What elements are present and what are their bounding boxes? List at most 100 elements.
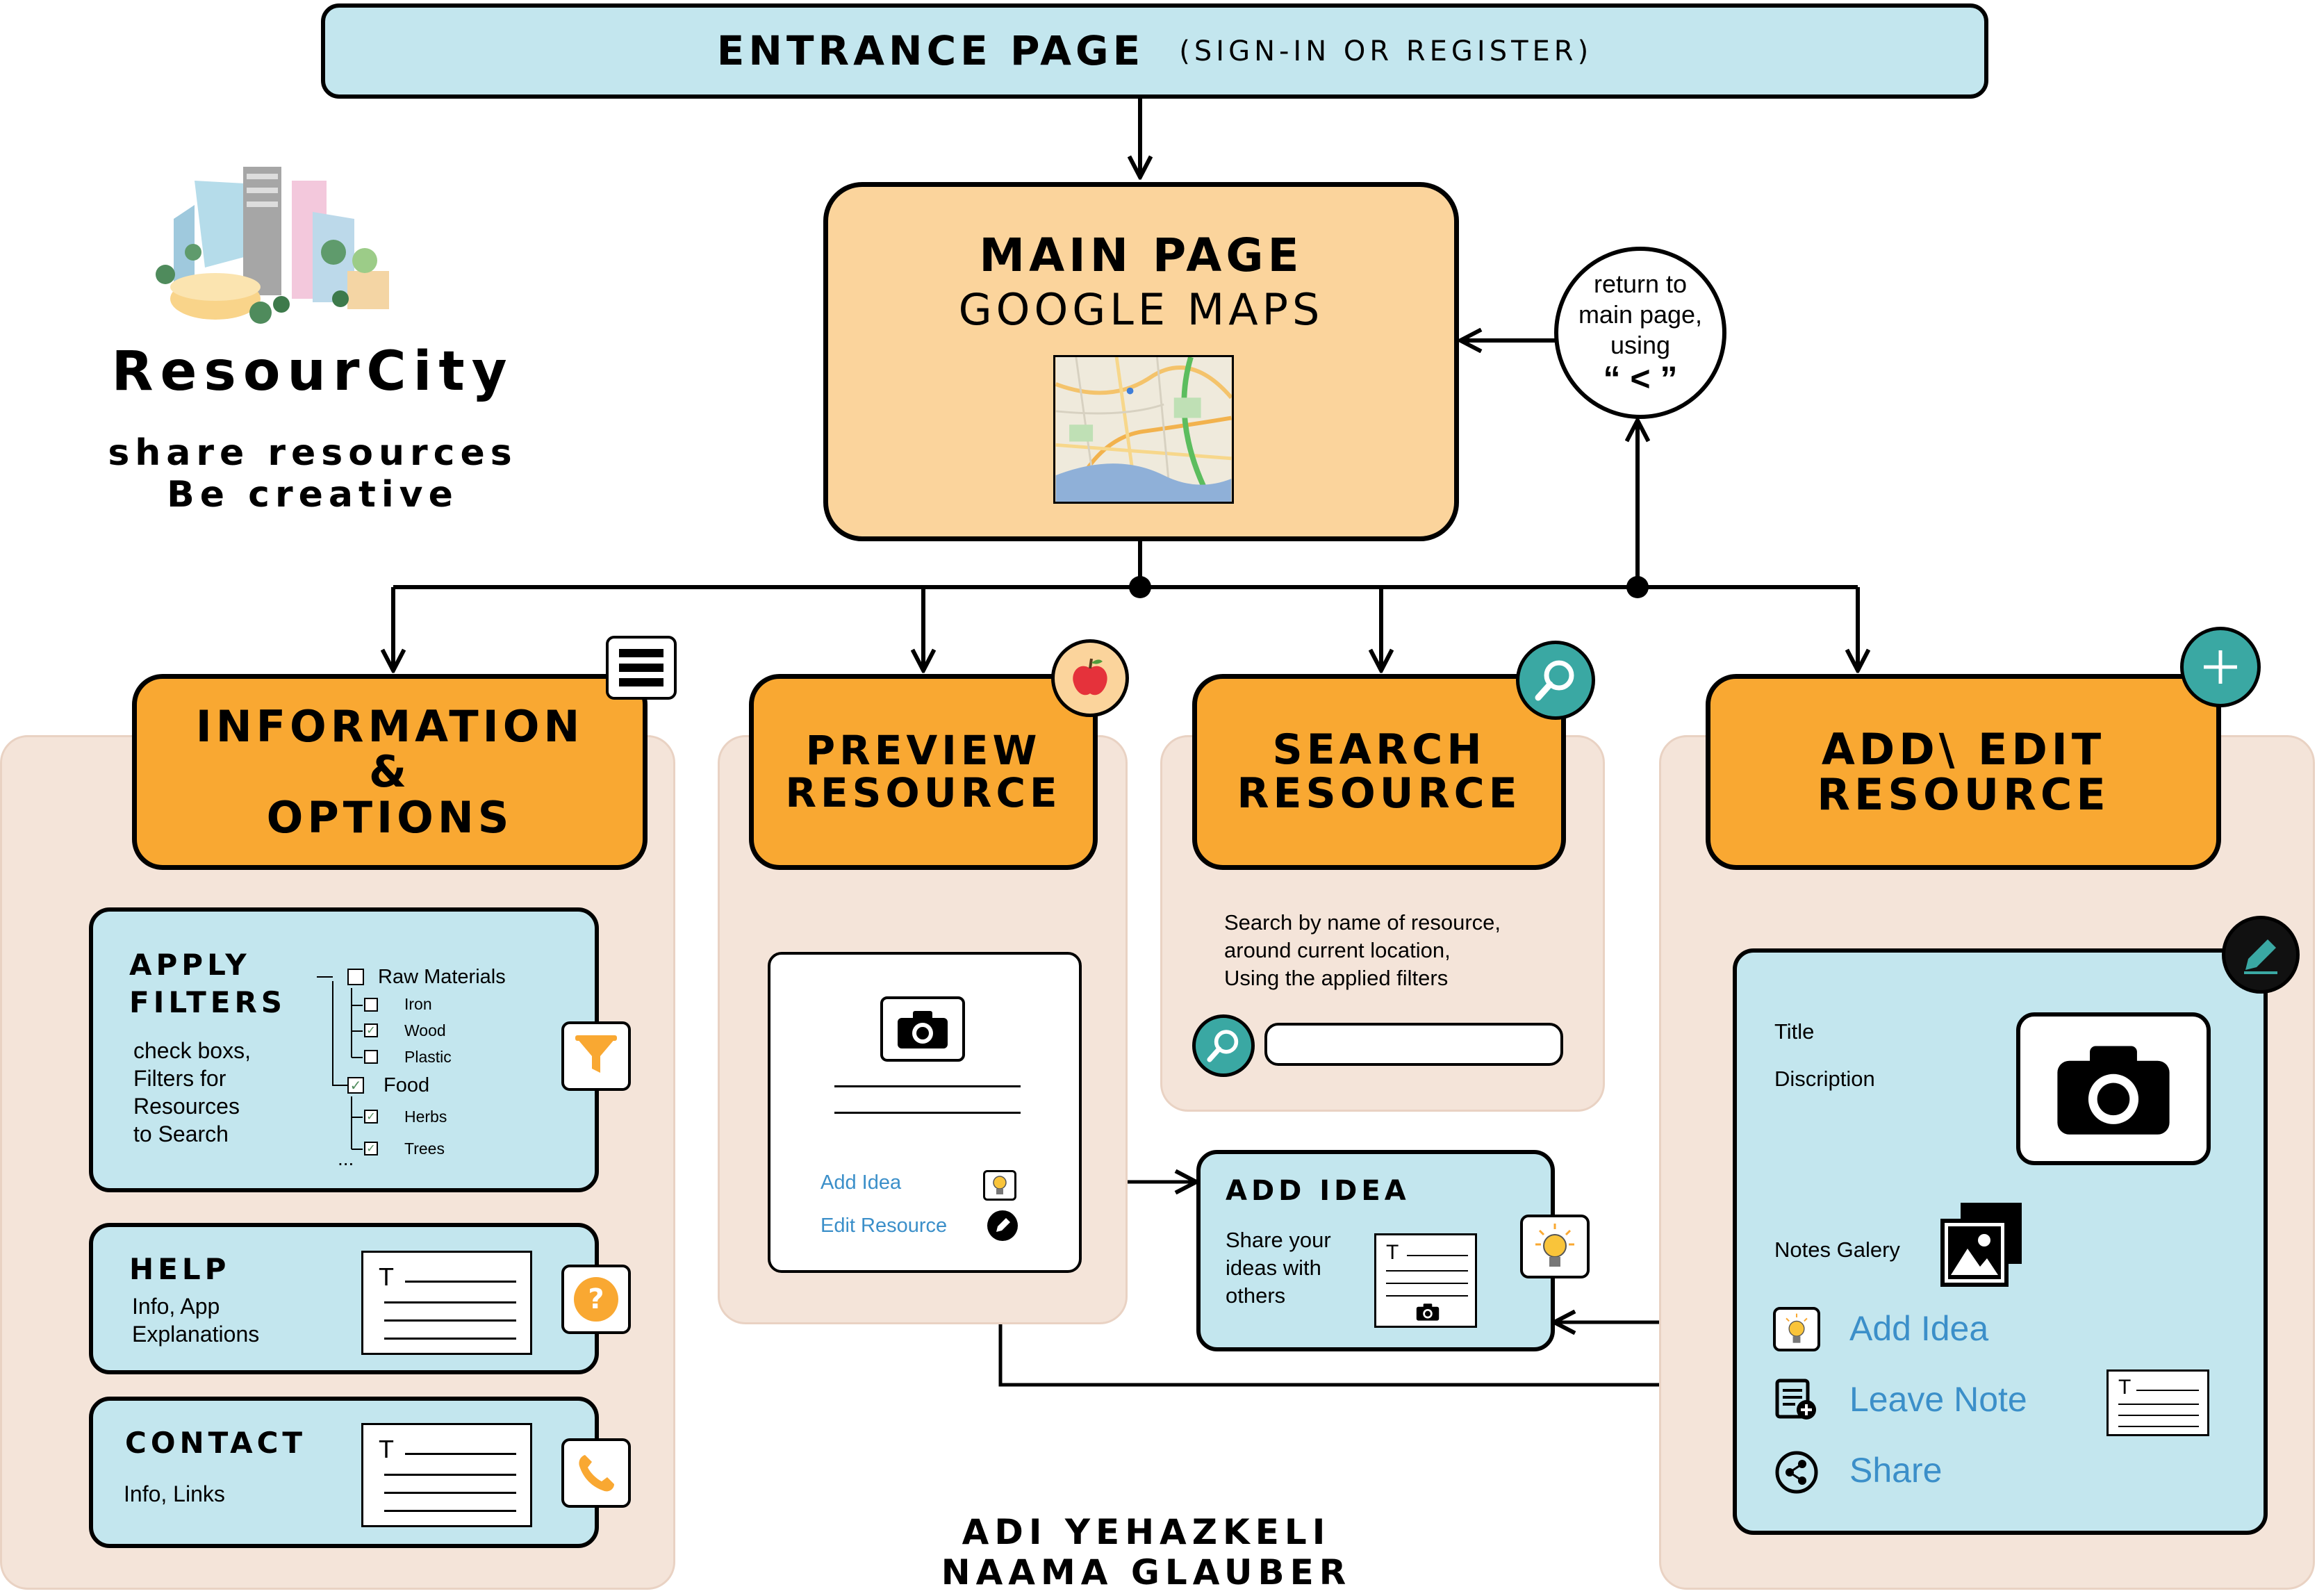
edit-resource-card[interactable]: Title Discription Notes Galery Add Idea … — [1733, 948, 2268, 1535]
checkbox-trees[interactable]: ✓ — [364, 1142, 378, 1155]
menu-icon[interactable] — [606, 636, 677, 700]
question-icon[interactable]: ? — [561, 1265, 631, 1334]
note-add-icon[interactable] — [1774, 1378, 1819, 1422]
entrance-subtitle: (Sign-In or Register) — [1179, 35, 1593, 67]
phone-icon[interactable] — [561, 1438, 631, 1508]
info-title-1: Information — [195, 701, 584, 752]
lightbulb-icon[interactable] — [1773, 1307, 1820, 1351]
search-resource-header[interactable]: Search Resource — [1192, 674, 1566, 870]
checkbox-iron[interactable] — [364, 998, 378, 1012]
return-line-3: using — [1610, 331, 1671, 359]
tree-iron: Iron — [404, 995, 432, 1013]
filter-icon[interactable] — [561, 1021, 631, 1091]
tree-more: ... — [338, 1148, 354, 1169]
filters-desc-2: Filters for — [133, 1066, 226, 1091]
search-icon[interactable] — [1516, 641, 1595, 720]
tree-food: Food — [384, 1074, 430, 1096]
pencil-icon[interactable] — [987, 1210, 1018, 1241]
add-idea-desc-1: Share your — [1226, 1228, 1331, 1252]
help-doc-card: T — [361, 1251, 532, 1355]
search-title-1: Search — [1272, 725, 1486, 774]
help-box[interactable]: Help Info, App Explanations T — [89, 1223, 599, 1374]
search-input[interactable] — [1264, 1023, 1563, 1066]
doc-letter: T — [379, 1262, 394, 1291]
note-doc-card: T — [2106, 1369, 2209, 1436]
preview-title-2: Resource — [785, 769, 1062, 816]
apply-filters-box[interactable]: Apply Filters check boxs, Filters for Re… — [89, 907, 599, 1192]
filters-desc-4: to Search — [133, 1121, 229, 1146]
notes-gallery-label: Notes Galery — [1774, 1237, 1900, 1262]
add-idea-link[interactable]: Add Idea — [1849, 1309, 1989, 1348]
svg-text:?: ? — [588, 1283, 604, 1315]
author-1: Adi Yehazkeli — [962, 1512, 1331, 1552]
add-idea-desc-3: others — [1226, 1283, 1286, 1308]
checkbox-wood[interactable]: ✓ — [364, 1023, 378, 1037]
search-desc-3: Using the applied filters — [1224, 966, 1449, 990]
lightbulb-icon[interactable] — [1520, 1215, 1590, 1278]
checkbox-raw-materials[interactable] — [347, 969, 364, 985]
back-symbol: “ < ” — [1603, 359, 1678, 398]
info-title-3: Options — [266, 791, 513, 843]
entrance-title: Entrance Page — [716, 27, 1145, 75]
edit-title-label: Title — [1774, 1019, 1815, 1044]
filter-tree-lines — [317, 976, 363, 1150]
add-idea-title: Add Idea — [1226, 1175, 1410, 1207]
add-edit-resource-header[interactable]: ADD\ Edit Resource — [1706, 674, 2221, 870]
camera-icon[interactable] — [2016, 1012, 2211, 1165]
contact-desc: Info, Links — [124, 1481, 225, 1506]
main-subtitle: GOOGLE MAPS — [958, 284, 1324, 335]
preview-line-2 — [834, 1112, 1021, 1114]
contact-box[interactable]: Contact Info, Links T — [89, 1397, 599, 1548]
pencil-icon[interactable] — [2222, 916, 2300, 994]
apple-icon — [1051, 639, 1129, 717]
help-desc-1: Info, App — [132, 1294, 220, 1319]
filters-desc-3: Resources — [133, 1094, 240, 1119]
info-title-2: & — [368, 746, 411, 798]
checkbox-food[interactable]: ✓ — [347, 1077, 364, 1094]
doc-letter: T — [379, 1435, 394, 1463]
gallery-icon[interactable] — [1938, 1200, 2026, 1288]
tree-herbs: Herbs — [404, 1108, 447, 1126]
preview-add-idea-link[interactable]: Add Idea — [821, 1171, 902, 1194]
preview-card[interactable]: Add Idea Edit Resource — [768, 952, 1082, 1273]
share-link[interactable]: Share — [1849, 1451, 1943, 1490]
brand-name: ResourCity — [111, 340, 514, 403]
preview-line-1 — [834, 1085, 1021, 1087]
return-to-main-circle[interactable]: return to main page, using “ < ” — [1554, 247, 1726, 419]
tree-raw-materials: Raw Materials — [378, 966, 506, 988]
filters-title-2: Filters — [129, 985, 287, 1019]
checkbox-plastic[interactable] — [364, 1050, 378, 1064]
add-idea-box[interactable]: Add Idea Share your ideas with others T — [1196, 1150, 1555, 1351]
info-options-header[interactable]: Information & Options — [132, 674, 648, 870]
main-page-box[interactable]: Main Page GOOGLE MAPS — [823, 182, 1459, 541]
camera-icon — [880, 996, 965, 1062]
leave-note-link[interactable]: Leave Note — [1849, 1380, 2027, 1419]
brand-tagline-2: Be creative — [167, 474, 459, 516]
entrance-page-box[interactable]: Entrance Page (Sign-In or Register) — [321, 3, 1988, 99]
search-title-2: Resource — [1237, 769, 1522, 818]
preview-edit-resource-link[interactable]: Edit Resource — [821, 1215, 948, 1237]
brand-tagline-1: share resources — [108, 432, 518, 474]
author-2: Naama Glauber — [941, 1552, 1352, 1593]
map-thumbnail — [1053, 355, 1234, 504]
preview-resource-header[interactable]: Preview Resource — [749, 674, 1098, 870]
plus-icon[interactable] — [2180, 627, 2261, 707]
main-title: Main Page — [979, 229, 1303, 282]
camera-icon — [1416, 1303, 1440, 1321]
add-idea-desc-2: ideas with — [1226, 1256, 1321, 1280]
help-title: Help — [129, 1252, 231, 1286]
search-icon[interactable] — [1192, 1014, 1255, 1077]
city-logo — [156, 167, 389, 324]
help-desc-2: Explanations — [132, 1322, 260, 1347]
bus-junction — [1129, 576, 1151, 598]
tree-trees: Trees — [404, 1140, 445, 1158]
return-line-1: return to — [1593, 270, 1688, 298]
checkbox-herbs[interactable]: ✓ — [364, 1110, 378, 1124]
doc-letter: T — [1386, 1241, 1399, 1264]
contact-doc-card: T — [361, 1423, 532, 1527]
filters-desc-1: check boxs, — [133, 1038, 251, 1063]
search-desc-2: around current location, — [1224, 938, 1451, 962]
share-icon[interactable] — [1774, 1450, 1819, 1495]
lightbulb-icon[interactable] — [983, 1170, 1016, 1201]
